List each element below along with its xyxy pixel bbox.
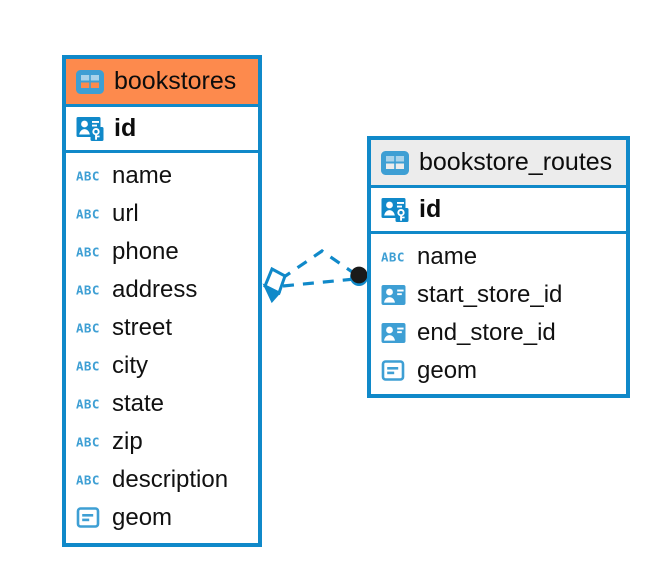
field-label: description — [112, 466, 229, 493]
field-label: zip — [112, 428, 143, 455]
foreign-key-icon — [381, 322, 407, 344]
entity-title: bookstore_routes — [419, 148, 613, 176]
field-row[interactable]: ABC city — [66, 347, 258, 385]
field-label: start_store_id — [417, 281, 563, 308]
field-label: phone — [112, 238, 179, 265]
field-label: state — [112, 390, 165, 417]
field-row[interactable]: ABC zip — [66, 423, 258, 461]
svg-text:ABC: ABC — [76, 359, 100, 373]
text-abc-icon: ABC — [381, 250, 407, 264]
field-row[interactable]: ABC street — [66, 309, 258, 347]
field-row[interactable]: start_store_id — [371, 276, 626, 314]
svg-text:ABC: ABC — [76, 435, 100, 449]
field-label: address — [112, 276, 198, 303]
foreign-key-icon — [381, 284, 407, 306]
field-label: street — [112, 314, 173, 341]
primary-key-icon — [381, 197, 409, 223]
field-row[interactable]: ABC name — [371, 238, 626, 276]
entity-field-list: ABC name ABC url ABC p — [66, 153, 258, 541]
field-label: name — [417, 243, 478, 270]
field-row[interactable]: ABC name — [66, 157, 258, 195]
primary-key-label: id — [419, 195, 442, 223]
field-row[interactable]: end_store_id — [371, 314, 626, 352]
field-label: url — [112, 200, 139, 227]
geometry-icon — [76, 506, 102, 530]
entity-header-bookstores[interactable]: bookstores — [66, 59, 258, 107]
field-label: geom — [417, 357, 478, 384]
entity-title: bookstores — [114, 67, 237, 95]
text-abc-icon: ABC — [76, 321, 102, 335]
field-label: geom — [112, 504, 173, 531]
field-row[interactable]: ABC description — [66, 461, 258, 499]
svg-text:ABC: ABC — [76, 283, 100, 297]
text-abc-icon: ABC — [76, 169, 102, 183]
text-abc-icon: ABC — [76, 435, 102, 449]
text-abc-icon: ABC — [76, 283, 102, 297]
primary-key-label: id — [114, 114, 137, 142]
svg-text:ABC: ABC — [76, 321, 100, 335]
field-row[interactable]: ABC state — [66, 385, 258, 423]
table-icon — [381, 150, 409, 175]
svg-text:ABC: ABC — [76, 397, 100, 411]
entity-primary-key-row[interactable]: id — [371, 188, 626, 234]
field-row[interactable]: geom — [66, 499, 258, 537]
entity-primary-key-row[interactable]: id — [66, 107, 258, 153]
relationship-source-marker-diamond — [262, 266, 287, 304]
svg-text:ABC: ABC — [76, 207, 100, 221]
svg-text:ABC: ABC — [381, 250, 405, 264]
field-label: name — [112, 162, 173, 189]
svg-text:ABC: ABC — [76, 245, 100, 259]
text-abc-icon: ABC — [76, 207, 102, 221]
primary-key-icon — [76, 116, 104, 142]
entity-table-bookstore-routes[interactable]: bookstore_routes id — [367, 136, 630, 398]
field-label: end_store_id — [417, 319, 556, 346]
relationship-target-marker-circle — [350, 266, 368, 286]
svg-text:ABC: ABC — [76, 473, 100, 487]
entity-field-list: ABC name start_store_id — [371, 234, 626, 394]
field-row[interactable]: ABC url — [66, 195, 258, 233]
table-icon — [76, 69, 104, 94]
relationship-line-start-store — [280, 249, 359, 281]
field-row[interactable]: ABC phone — [66, 233, 258, 271]
relationship-line-end-store — [282, 277, 356, 288]
text-abc-icon: ABC — [76, 397, 102, 411]
field-label: city — [112, 352, 148, 379]
text-abc-icon: ABC — [76, 245, 102, 259]
text-abc-icon: ABC — [76, 359, 102, 373]
field-row[interactable]: geom — [371, 352, 626, 390]
geometry-icon — [381, 359, 407, 383]
svg-text:ABC: ABC — [76, 169, 100, 183]
text-abc-icon: ABC — [76, 473, 102, 487]
entity-table-bookstores[interactable]: bookstores id — [62, 55, 262, 547]
entity-header-bookstore-routes[interactable]: bookstore_routes — [371, 140, 626, 188]
field-row[interactable]: ABC address — [66, 271, 258, 309]
